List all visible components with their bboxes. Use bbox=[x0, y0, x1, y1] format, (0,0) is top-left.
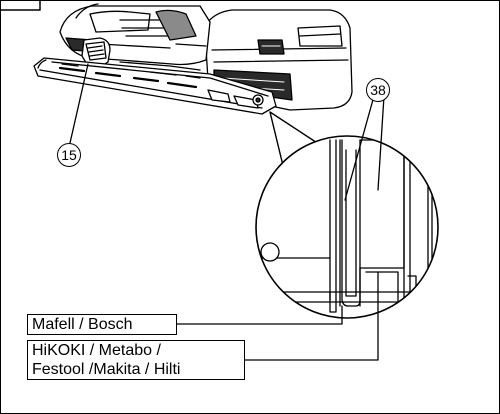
base-plate bbox=[33, 57, 277, 115]
leader-38a bbox=[344, 95, 375, 201]
magnifier-circle bbox=[255, 135, 439, 319]
leader-38b bbox=[377, 95, 385, 191]
label-hikoki-line1: HiKOKI / Metabo / bbox=[32, 342, 161, 359]
callout-part-15: 15 bbox=[57, 143, 81, 167]
corner-tab bbox=[0, 0, 41, 11]
leader-mafell bbox=[175, 305, 343, 325]
label-hikoki-metabo-festool-makita-hilti: HiKOKI / Metabo / Festool /Makita / Hilt… bbox=[27, 340, 245, 380]
bevel-knob bbox=[81, 37, 111, 68]
label-hikoki-line2: Festool /Makita / Hilti bbox=[32, 361, 181, 378]
label-mafell-bosch: Mafell / Bosch bbox=[27, 314, 177, 335]
leader-hikoki bbox=[243, 271, 379, 361]
leader-15 bbox=[69, 63, 89, 144]
callout-part-38: 38 bbox=[366, 78, 390, 102]
